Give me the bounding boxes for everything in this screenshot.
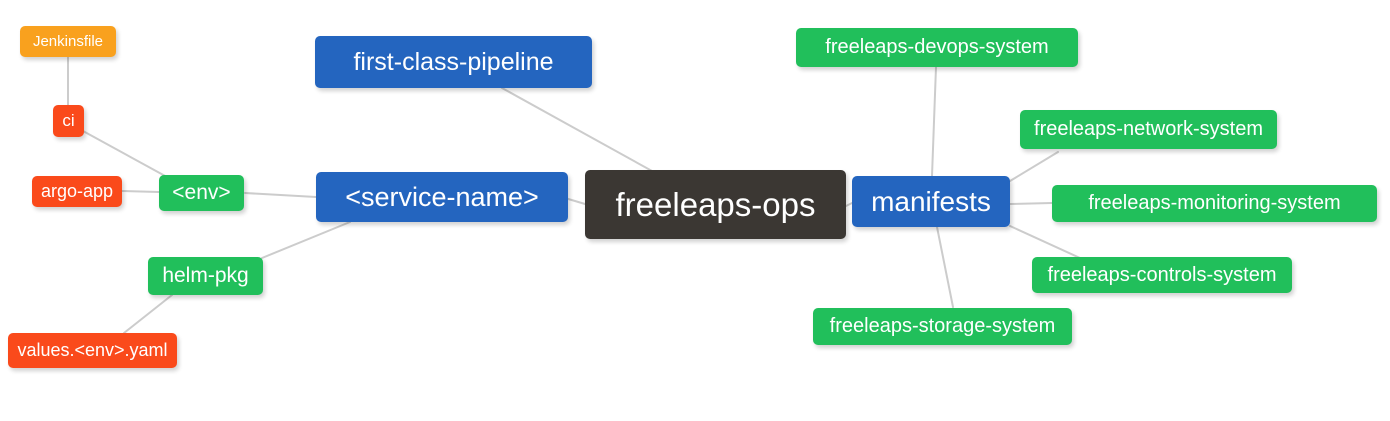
node-service-name[interactable]: <service-name> (316, 172, 568, 222)
edge-values-yaml-helm-pkg (123, 294, 173, 334)
node-controls-system[interactable]: freeleaps-controls-system (1032, 257, 1292, 293)
edge-manifests-network (1009, 151, 1059, 182)
node-env[interactable]: <env> (159, 175, 244, 211)
node-argo-app[interactable]: argo-app (32, 176, 122, 207)
node-helm-pkg[interactable]: helm-pkg (148, 257, 263, 295)
node-monitoring-system[interactable]: freeleaps-monitoring-system (1052, 185, 1377, 222)
node-devops-system[interactable]: freeleaps-devops-system (796, 28, 1078, 67)
node-manifests[interactable]: manifests (852, 176, 1010, 227)
edge-argo-app-env (121, 190, 160, 193)
edge-service-freeleaps-ops (564, 197, 586, 205)
node-values-env-yaml[interactable]: values.<env>.yaml (8, 333, 177, 368)
node-first-class-pipeline[interactable]: first-class-pipeline (315, 36, 592, 88)
edge-manifests-storage (936, 226, 954, 308)
edge-pipeline-freeleaps-ops (501, 87, 653, 172)
edge-helm-pkg-service-name (261, 221, 351, 259)
edge-manifests-devops (931, 66, 937, 177)
edge-ci-env (82, 130, 168, 178)
node-jenkinsfile[interactable]: Jenkinsfile (20, 26, 116, 57)
node-network-system[interactable]: freeleaps-network-system (1020, 110, 1277, 149)
node-ci[interactable]: ci (53, 105, 84, 137)
edge-manifests-monitoring (1009, 202, 1053, 205)
edge-manifests-controls (1009, 225, 1081, 259)
edge-env-service-name (244, 192, 317, 198)
node-storage-system[interactable]: freeleaps-storage-system (813, 308, 1072, 345)
node-freeleaps-ops-root[interactable]: freeleaps-ops (585, 170, 846, 239)
